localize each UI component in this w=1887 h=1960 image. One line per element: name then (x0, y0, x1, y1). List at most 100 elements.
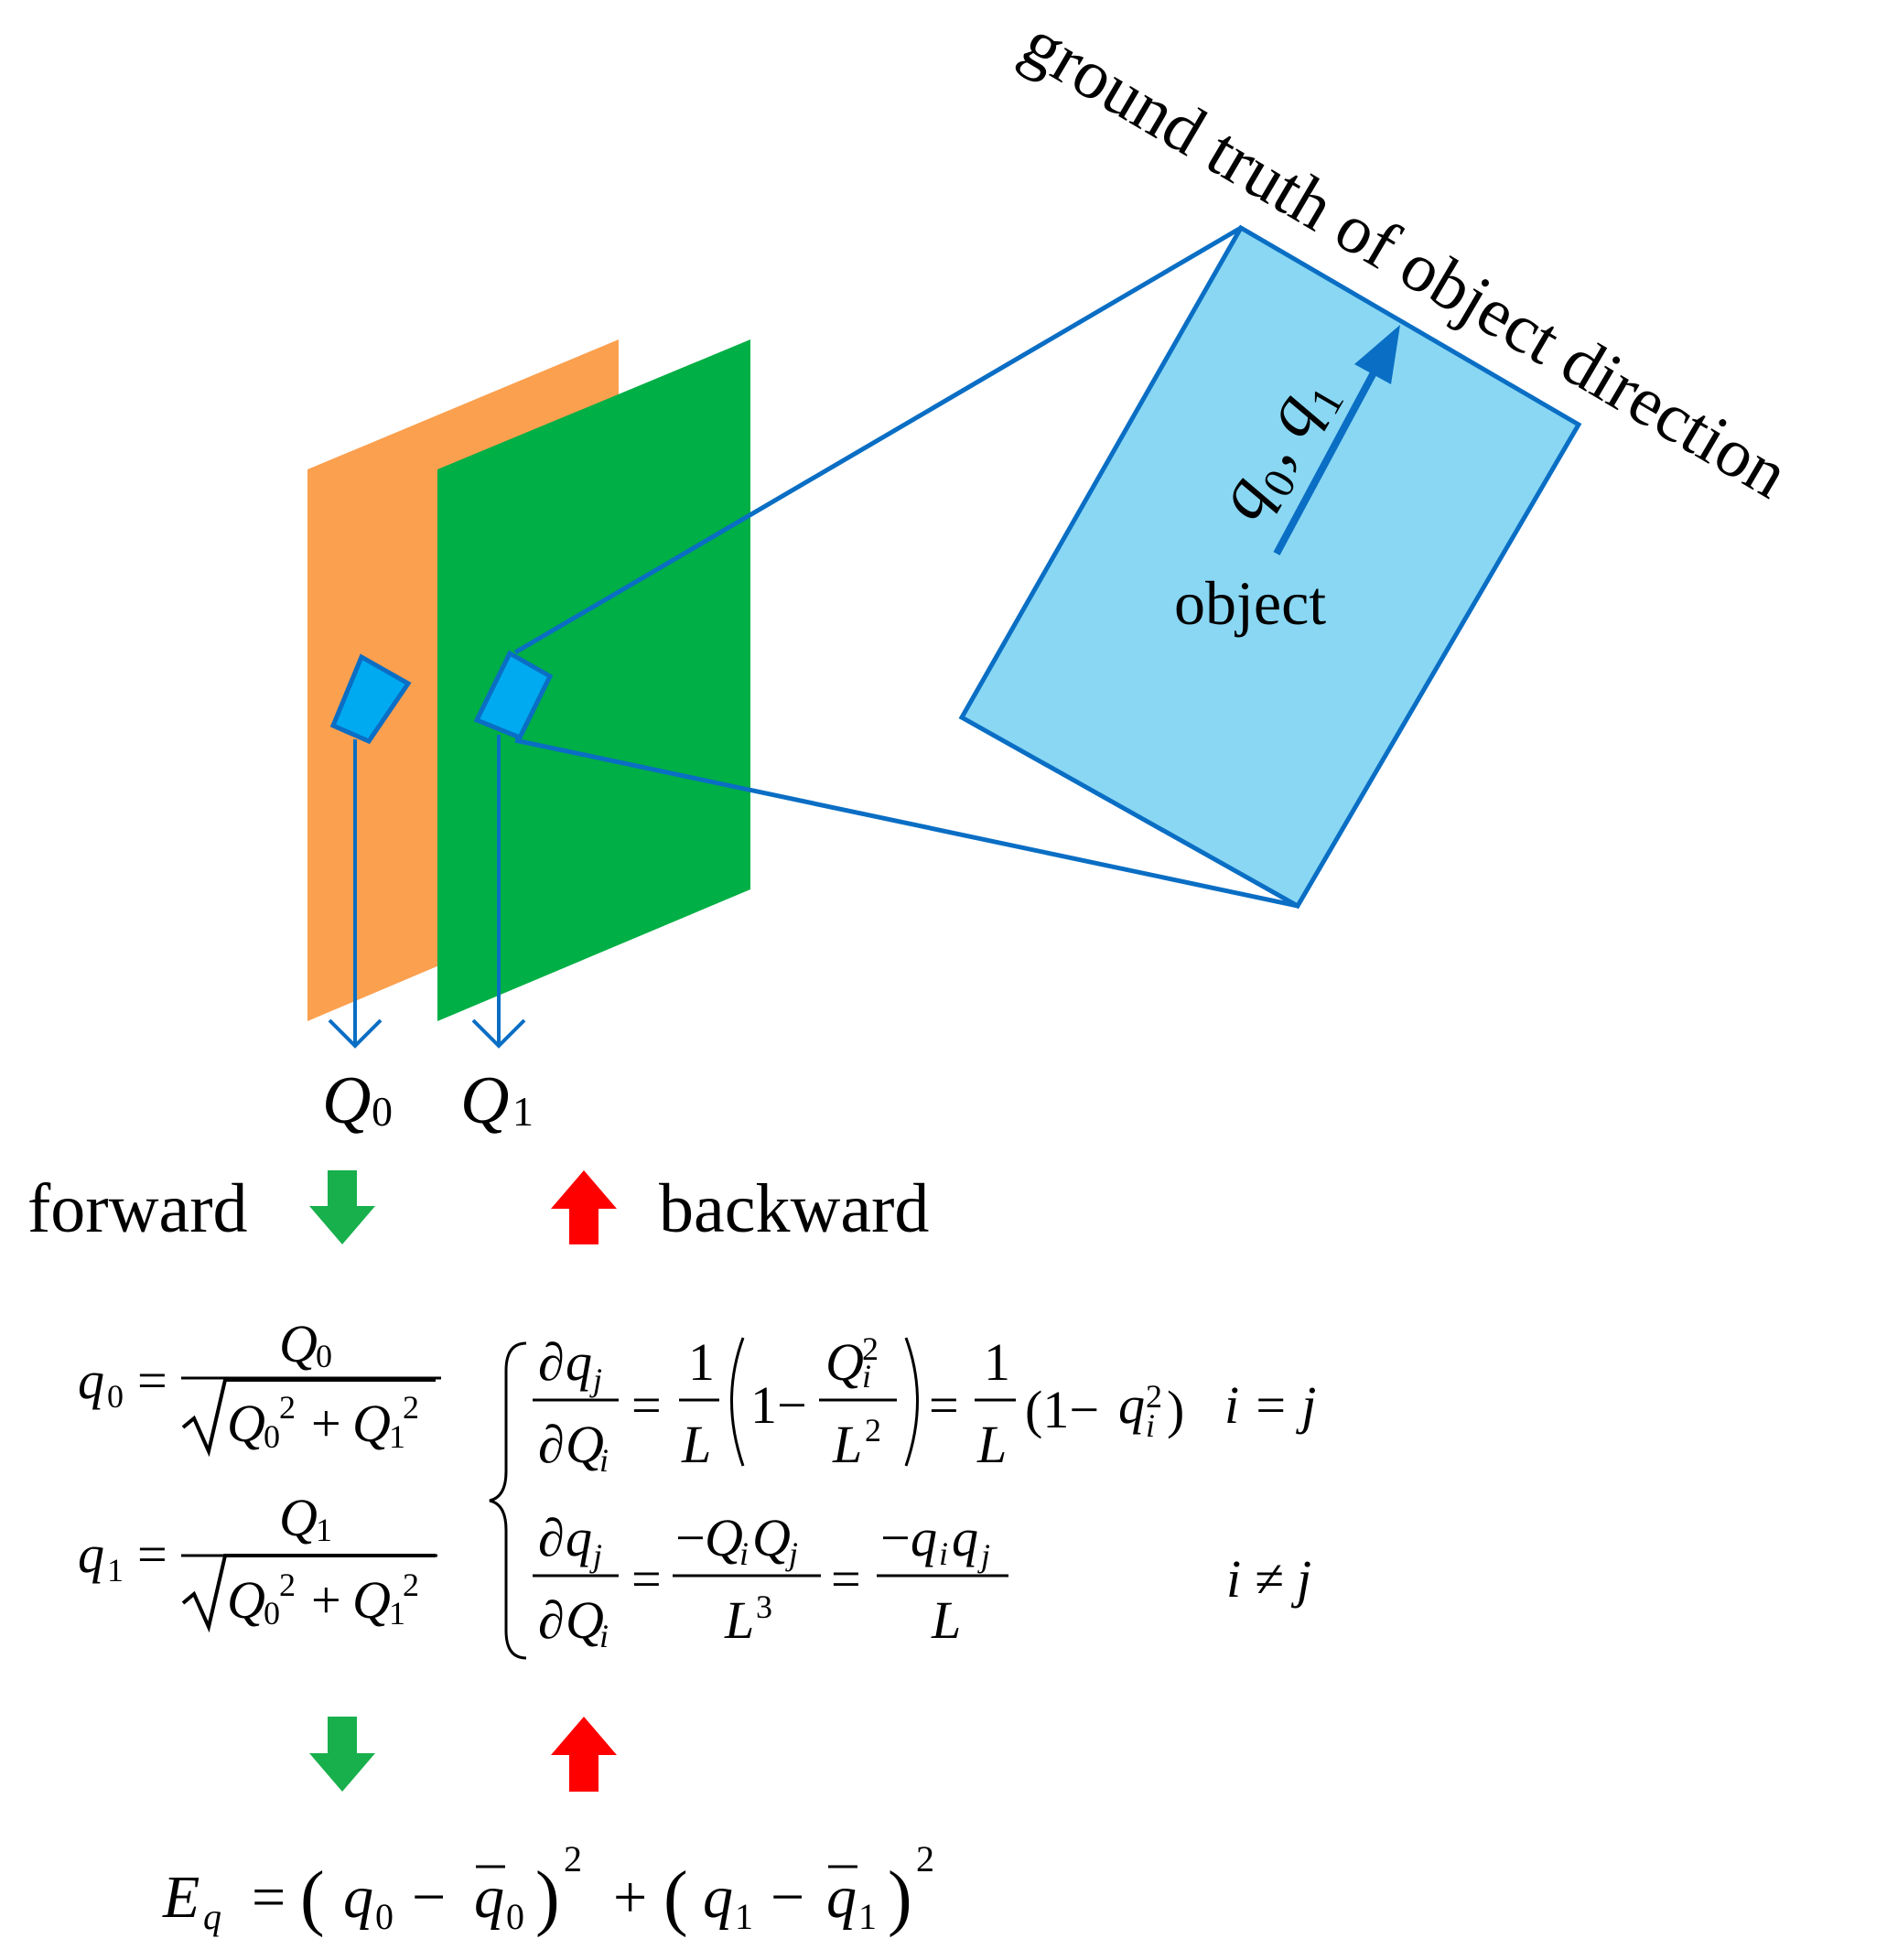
object-label: object (1174, 568, 1326, 638)
svg-text:q: q (1118, 1375, 1145, 1435)
svg-text:q: q (952, 1508, 978, 1567)
svg-text:1−: 1− (750, 1375, 807, 1435)
forward-arrow-icon (309, 1170, 375, 1244)
Q0-sub: 0 (372, 1088, 393, 1135)
svg-text:q: q (78, 1524, 104, 1584)
forward-arrow-icon-2 (309, 1717, 375, 1792)
svg-text:∂: ∂ (538, 1332, 565, 1392)
svg-text:+: + (613, 1864, 647, 1931)
svg-text:i: i (1146, 1407, 1155, 1444)
svg-text:i ≠ j: i ≠ j (1226, 1549, 1311, 1609)
patch-Q0 (329, 653, 412, 745)
feature-map-Q1 (437, 339, 750, 1021)
svg-text:∂: ∂ (538, 1590, 565, 1650)
svg-text:=: = (252, 1864, 286, 1931)
svg-text:Q: Q (352, 1394, 391, 1453)
svg-text:=: = (929, 1375, 959, 1435)
svg-text:q: q (203, 1896, 221, 1937)
svg-text:+: + (311, 1570, 341, 1630)
svg-text:q: q (474, 1864, 504, 1931)
svg-text:1: 1 (389, 1595, 405, 1632)
svg-text:(: ( (300, 1858, 325, 1938)
svg-text:2: 2 (564, 1838, 582, 1879)
svg-text:1: 1 (107, 1552, 124, 1588)
svg-text:0: 0 (264, 1595, 280, 1632)
svg-text:=: = (137, 1524, 167, 1584)
arrow-Q1-head (471, 1018, 526, 1049)
svg-text:Q: Q (279, 1314, 318, 1373)
Q1-label: Q (460, 1063, 509, 1138)
svg-text:): ) (535, 1858, 560, 1938)
svg-text:=: = (631, 1375, 662, 1435)
svg-text:−: − (412, 1864, 446, 1931)
svg-text:1: 1 (389, 1418, 405, 1455)
direction-arrow-head (1354, 325, 1400, 384)
svg-text:j: j (589, 1362, 602, 1398)
svg-text:0: 0 (316, 1338, 332, 1374)
svg-text:q: q (566, 1332, 592, 1392)
svg-text:−: − (771, 1864, 804, 1931)
svg-text:2: 2 (865, 1412, 881, 1448)
svg-text:L: L (976, 1415, 1007, 1474)
svg-text:Q: Q (352, 1570, 391, 1630)
Q0-label: Q (322, 1063, 371, 1138)
svg-text:−: − (675, 1508, 706, 1567)
svg-text:i: i (862, 1358, 871, 1395)
svg-text:j: j (785, 1535, 798, 1572)
svg-text:1: 1 (735, 1896, 753, 1937)
svg-text:(1−: (1− (1025, 1380, 1099, 1439)
projection-line-top (513, 225, 1243, 655)
svg-text:2: 2 (1146, 1378, 1162, 1415)
svg-text:Q: Q (752, 1508, 791, 1567)
svg-text:L: L (724, 1590, 754, 1650)
svg-text:Q: Q (825, 1332, 864, 1392)
svg-text:=: = (631, 1549, 662, 1609)
svg-text:j: j (589, 1537, 602, 1574)
svg-text:∂: ∂ (538, 1508, 565, 1567)
svg-text:q: q (703, 1864, 733, 1931)
svg-text:Q: Q (227, 1394, 265, 1453)
forward-label: forward (27, 1170, 248, 1247)
svg-text:2: 2 (279, 1389, 296, 1426)
svg-text:q: q (911, 1508, 937, 1567)
svg-text:0: 0 (375, 1896, 394, 1937)
svg-text:∂: ∂ (538, 1415, 565, 1474)
svg-text:q: q (343, 1864, 373, 1931)
direction-arrow (1273, 364, 1381, 555)
svg-text:q: q (566, 1508, 592, 1567)
svg-text:2: 2 (916, 1838, 934, 1879)
svg-text:−: − (880, 1508, 911, 1567)
svg-text:+: + (311, 1394, 341, 1453)
Q1-sub: 1 (512, 1088, 534, 1135)
svg-text:2: 2 (279, 1567, 296, 1603)
svg-text:Q: Q (279, 1488, 318, 1547)
svg-text:2: 2 (403, 1389, 419, 1426)
svg-text:Q: Q (566, 1590, 604, 1650)
backward-label: backward (659, 1170, 929, 1247)
svg-text:L: L (931, 1590, 961, 1650)
svg-text:L: L (681, 1415, 711, 1474)
svg-text:2: 2 (862, 1330, 879, 1367)
backward-arrow-icon (551, 1170, 617, 1244)
svg-text:E: E (162, 1864, 199, 1931)
svg-text:1: 1 (858, 1896, 877, 1937)
svg-text:0: 0 (107, 1378, 124, 1415)
svg-text:1: 1 (984, 1332, 1010, 1392)
backward-arrow-icon-2 (551, 1717, 617, 1792)
svg-text:3: 3 (756, 1588, 772, 1625)
svg-text:2: 2 (403, 1567, 419, 1603)
svg-text:=: = (137, 1351, 167, 1410)
svg-text:j: j (977, 1537, 990, 1574)
svg-text:q: q (78, 1351, 104, 1410)
svg-text:i: i (599, 1618, 609, 1654)
svg-text:i = j: i = j (1224, 1375, 1316, 1435)
svg-text:1: 1 (316, 1512, 332, 1548)
svg-text:1: 1 (688, 1332, 715, 1392)
svg-text:): ) (1167, 1380, 1184, 1439)
svg-text:Q: Q (566, 1415, 604, 1474)
svg-text:L: L (832, 1415, 862, 1474)
projection-line-bottom (514, 738, 1299, 909)
